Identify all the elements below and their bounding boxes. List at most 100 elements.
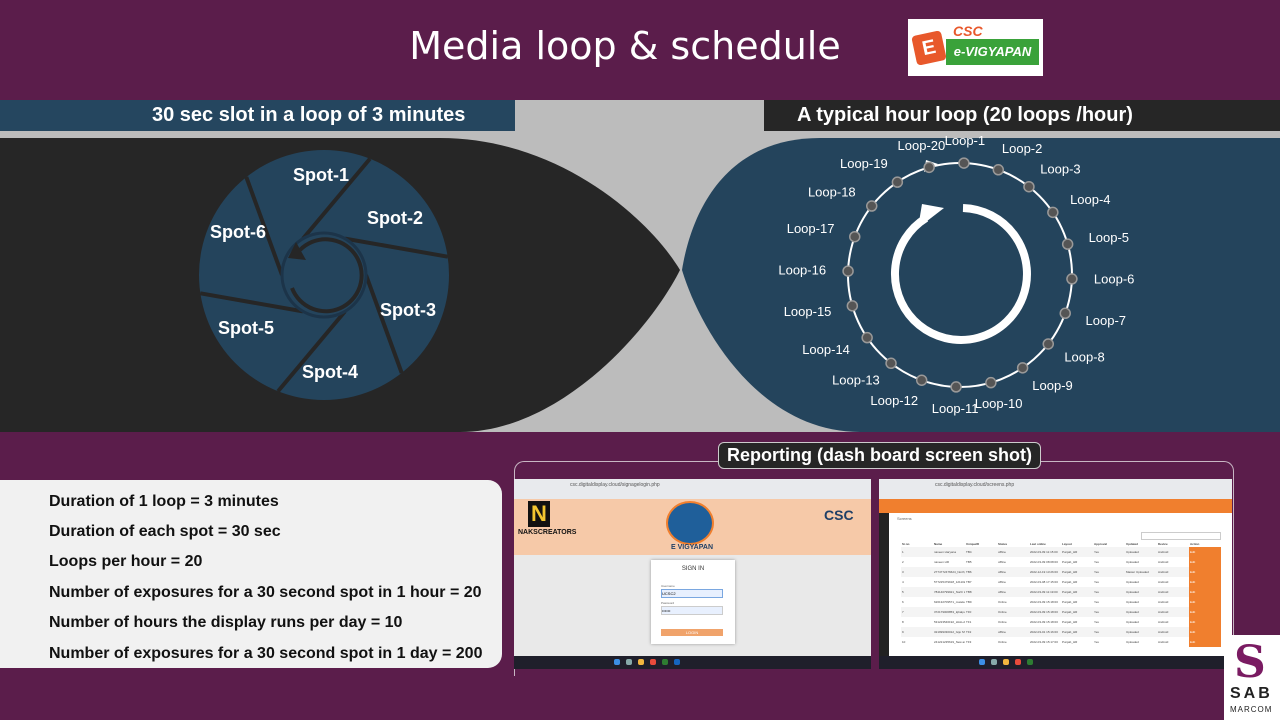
spot-label: Spot-1 xyxy=(293,165,349,185)
table-cell: Yes xyxy=(1094,620,1099,624)
column-header[interactable]: Last online xyxy=(1030,542,1046,546)
column-header[interactable]: Action xyxy=(1190,542,1200,546)
sab-text: SAB xyxy=(1230,685,1273,702)
table-cell: 6 xyxy=(902,600,904,604)
table-cell: Android xyxy=(1158,630,1169,634)
table-cell: 372179006853_Iqbalpur_127042_Bhiwani_HR xyxy=(934,610,965,614)
tv-icon: E xyxy=(911,30,947,66)
signin-card: SIGN IN Username UCSC2 Password •••••• L… xyxy=(651,560,735,644)
loop-label: Loop-4 xyxy=(1070,192,1110,207)
taskbar xyxy=(514,656,871,669)
spot-loop-heading: 30 sec slot in a loop of 3 minutes xyxy=(0,100,515,131)
table-cell: 2022-03-09 15:18:00 xyxy=(1030,600,1058,604)
logo-evigyapan-text: e-VIGYAPAN xyxy=(946,39,1039,65)
table-cell: 2022-03-09 15:18:00 xyxy=(1030,610,1058,614)
signin-title: SIGN IN xyxy=(681,566,705,572)
edit-button[interactable]: Edit xyxy=(1189,587,1221,597)
edit-button[interactable]: Edit xyxy=(1189,627,1221,637)
cycle-arrow-icon xyxy=(290,237,364,314)
table-cell: TF2 xyxy=(966,630,972,634)
stat-line: Number of exposures for a 30 second spot… xyxy=(49,645,483,662)
loop-label: Loop-6 xyxy=(1094,272,1134,287)
column-header[interactable]: Name xyxy=(934,542,943,546)
loop-label: Loop-5 xyxy=(1089,230,1129,245)
loop-dot xyxy=(1016,362,1029,374)
username-input[interactable]: UCSC2 xyxy=(661,589,723,598)
table-cell: 531223546192_HALLANS 131001_Ambala_HR xyxy=(934,620,965,624)
table-cell: 2022-03-08 17:15:00 xyxy=(1030,580,1058,584)
table-cell: Yes xyxy=(1094,580,1099,584)
search-input[interactable] xyxy=(1141,532,1221,540)
table-cell: Punjab_HR xyxy=(1062,590,1078,594)
search-icon xyxy=(626,659,632,665)
table-cell: Android xyxy=(1158,550,1169,554)
edit-button[interactable]: Edit xyxy=(1189,607,1221,617)
windows-icon xyxy=(979,659,985,665)
chrome-icon xyxy=(650,659,656,665)
column-header[interactable]: UniqueID xyxy=(966,542,980,546)
loop-label: Loop-7 xyxy=(1086,313,1126,328)
loop-label: Loop-15 xyxy=(784,304,832,319)
table-cell: Punjab_HR xyxy=(1062,580,1078,584)
table-cell: 321999330012_Gijo Shikh UPO Mullana 1332… xyxy=(934,630,965,634)
table-cell: 1 xyxy=(902,550,904,554)
table-cell: offline xyxy=(998,590,1006,594)
loop-dot xyxy=(1023,180,1035,193)
loop-dot xyxy=(1059,307,1071,320)
table-cell: naveen HR xyxy=(934,560,950,564)
browser-chrome: csc.digitaldisplay.cloud/screens.php xyxy=(879,479,1232,499)
column-header[interactable]: Approval xyxy=(1094,542,1108,546)
spot-loop-heading-text: 30 sec slot in a loop of 3 minutes xyxy=(152,104,466,126)
edit-button[interactable]: Edit xyxy=(1189,577,1221,587)
loop-dot xyxy=(985,376,997,389)
loop-label: Loop-10 xyxy=(975,396,1023,411)
excel-icon xyxy=(1027,659,1033,665)
column-header[interactable]: Layout xyxy=(1062,542,1072,546)
edit-button[interactable]: Edit xyxy=(1189,637,1221,647)
loop-label: Loop-13 xyxy=(832,373,880,388)
edit-button[interactable]: Edit xyxy=(1189,597,1221,607)
loop-dot xyxy=(849,230,861,243)
column-header[interactable]: Sr.no xyxy=(902,542,910,546)
aperture-blade-edge xyxy=(301,157,372,240)
table-cell: Uploaded xyxy=(1126,630,1139,634)
loop-dot xyxy=(842,265,854,277)
folder-icon xyxy=(1003,659,1009,665)
table-cell: Punjab_HR xyxy=(1062,640,1078,644)
table-cell: 2022-03-09 08:08:00 xyxy=(1030,560,1058,564)
table-cell: Punjab_HR xyxy=(1062,550,1078,554)
table-cell: Punjab_HR xyxy=(1062,560,1078,564)
table-cell: 3 xyxy=(902,570,904,574)
loop-label: Loop-20 xyxy=(898,138,946,153)
edit-button[interactable]: Edit xyxy=(1189,617,1221,627)
table-cell: Android xyxy=(1158,640,1169,644)
login-button[interactable]: LOGIN xyxy=(661,629,723,636)
table-cell: 7 xyxy=(902,610,904,614)
column-header[interactable]: Updated xyxy=(1126,542,1138,546)
table-cell: Yes xyxy=(1094,550,1099,554)
column-header[interactable]: Status xyxy=(998,542,1008,546)
table-cell: Android xyxy=(1158,560,1169,564)
edit-button[interactable]: Edit xyxy=(1189,567,1221,577)
loop-dot xyxy=(915,374,928,386)
loop-label: Loop-1 xyxy=(945,133,985,148)
table-cell: 2022-03-09 11:19:00 xyxy=(1030,590,1058,594)
column-header[interactable]: Device xyxy=(1158,542,1168,546)
table-cell: TB5 xyxy=(966,560,972,564)
table-cell: 4 xyxy=(902,580,904,584)
password-input[interactable]: •••••• xyxy=(661,606,723,615)
table-cell: 2 xyxy=(902,560,904,564)
table-cell: Android xyxy=(1158,570,1169,574)
table-cell: TB6 xyxy=(966,570,972,574)
table-cell: offline xyxy=(998,560,1006,564)
edit-button[interactable]: Edit xyxy=(1189,557,1221,567)
loop-dot xyxy=(1042,338,1055,350)
table-cell: naveen Haryana xyxy=(934,550,957,554)
table-cell: TB8 xyxy=(966,590,972,594)
table-cell: Android xyxy=(1158,620,1169,624)
loop-label: Loop-9 xyxy=(1032,378,1072,393)
edit-button[interactable]: Edit xyxy=(1189,547,1221,557)
